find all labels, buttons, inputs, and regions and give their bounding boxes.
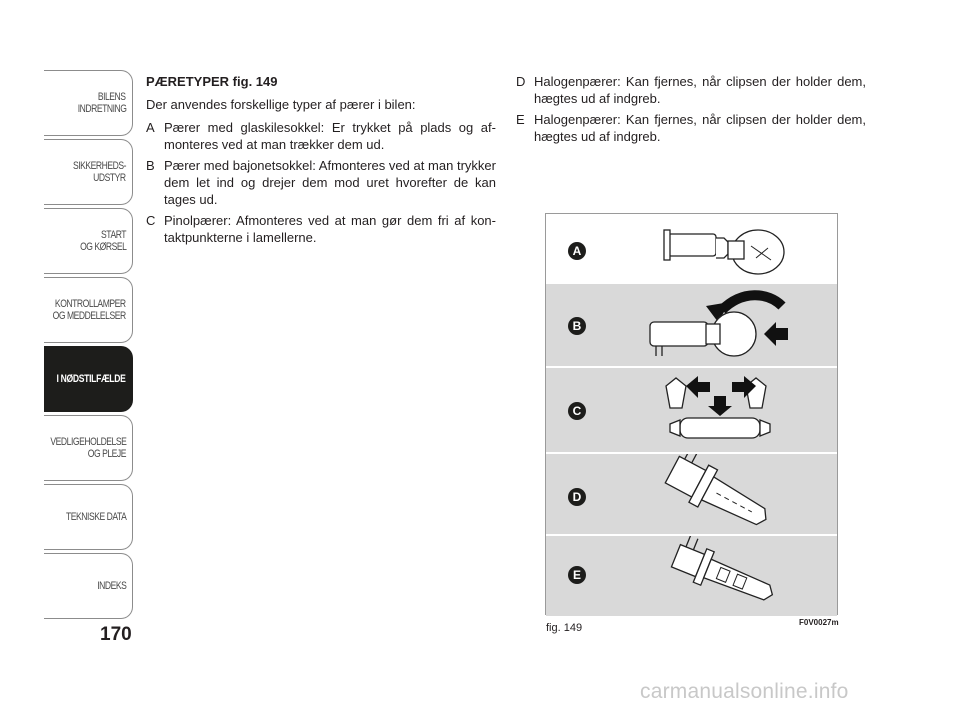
tab-label: START	[101, 229, 126, 241]
list-item: A Pærer med glaskilesokkel: Er trykket p…	[146, 119, 496, 153]
tab-tekniske-data[interactable]: TEKNISKE DATA	[44, 484, 133, 550]
right-column: D Halogenpærer: Kan fjernes, når clipsen…	[516, 73, 866, 149]
list-item: C Pinolpærer: Afmonteres ved at man gør …	[146, 212, 496, 246]
panel-c: C	[546, 368, 837, 454]
item-text: Pærer med glaskilesokkel: Er trykket på …	[164, 120, 496, 152]
tab-label: OG KØRSEL	[79, 241, 127, 253]
tab-label: BILENS	[98, 91, 126, 103]
item-key: E	[516, 112, 525, 127]
panel-b: B	[546, 284, 837, 368]
item-key: A	[146, 120, 155, 135]
intro-text: Der anvendes forskellige typer af pærer …	[146, 97, 416, 112]
tab-i-nodstilfaelde[interactable]: I NØDSTILFÆLDE	[44, 346, 133, 412]
tab-label: KONTROLLAMPER	[55, 298, 126, 310]
halogen-h7-bulb-icon	[670, 536, 774, 601]
tab-sikkerhedsudstyr[interactable]: SIKKERHEDS- UDSTYR	[44, 139, 133, 205]
bulb-types-figure: A B C	[545, 213, 838, 616]
figure-caption: fig. 149	[546, 622, 583, 634]
halogen-h4-bulb-icon	[664, 454, 767, 526]
item-text: Pinolpærer: Afmonteres ved at man gør de…	[164, 213, 496, 245]
panel-badge: C	[568, 402, 586, 420]
panel-badge: D	[568, 488, 586, 506]
panel-d: D	[546, 454, 837, 536]
panel-badge: A	[568, 242, 586, 260]
watermark-text: carmanualsonline.info	[640, 680, 849, 703]
figure-code: F0V0027m	[799, 618, 839, 627]
tab-start-og-korsel[interactable]: START OG KØRSEL	[44, 208, 133, 274]
panel-badge: E	[568, 566, 586, 584]
tab-label: TEKNISKE DATA	[65, 511, 127, 523]
tab-label: OG PLEJE	[87, 448, 127, 460]
item-key: D	[516, 74, 526, 89]
item-text: Pærer med bajonetsokkel: Afmonteres ved …	[164, 158, 496, 207]
tab-label: INDRETNING	[77, 103, 126, 115]
item-text: Halogenpærer: Kan fjernes, når clipsen d…	[534, 74, 866, 106]
tab-label: INDEKS	[96, 580, 127, 592]
tab-label: UDSTYR	[93, 172, 127, 184]
page-number: 170	[100, 624, 132, 645]
tab-label: SIKKERHEDS-	[72, 160, 126, 172]
list-item: E Halogenpærer: Kan fjernes, når clipsen…	[516, 111, 866, 145]
bayonet-bulb-icon	[649, 290, 788, 357]
tab-indeks[interactable]: INDEKS	[44, 553, 133, 619]
section-heading: PÆRETYPER fig. 149	[146, 74, 278, 89]
item-text: Halogenpærer: Kan fjernes, når clipsen d…	[534, 112, 866, 144]
panel-a: A	[546, 214, 837, 284]
item-key: B	[146, 158, 155, 173]
panel-badge: B	[568, 317, 586, 335]
tab-label: I NØDSTILFÆLDE	[56, 373, 126, 385]
tab-kontrollamper[interactable]: KONTROLLAMPER OG MEDDELELSER	[44, 277, 133, 343]
item-key: C	[146, 213, 156, 228]
tab-label: VEDLIGEHOLDELSE	[50, 436, 126, 448]
panel-e: E	[546, 536, 837, 616]
list-item: D Halogenpærer: Kan fjernes, når clipsen…	[516, 73, 866, 107]
tab-vedligeholdelse[interactable]: VEDLIGEHOLDELSE OG PLEJE	[44, 415, 133, 481]
left-column: PÆRETYPER fig. 149 Der anvendes forskell…	[146, 73, 496, 250]
wedge-base-bulb-icon	[663, 229, 785, 275]
festoon-bulb-icon	[665, 376, 771, 439]
list-item: B Pærer med bajonetsokkel: Afmonteres ve…	[146, 157, 496, 208]
tab-bilens-indretning[interactable]: BILENS INDRETNING	[44, 70, 133, 136]
tab-label: OG MEDDELELSER	[52, 310, 127, 322]
